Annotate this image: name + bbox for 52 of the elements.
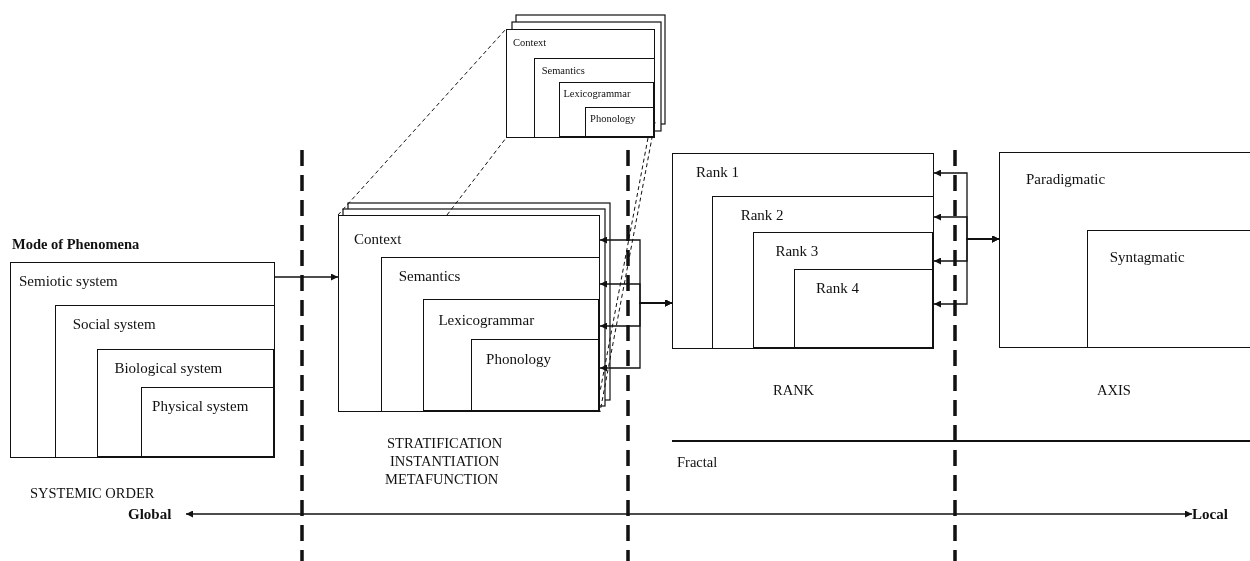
section-title: SYSTEMIC ORDER [30, 486, 155, 502]
box-label: Semiotic system [19, 273, 118, 290]
heading: Mode of Phenomena [12, 237, 140, 253]
box-label: Lexicogrammar [563, 88, 631, 100]
nested-box [559, 82, 655, 138]
nested-box [753, 232, 934, 349]
nested-box [97, 349, 275, 458]
nested-box [506, 29, 655, 138]
section-title: METAFUNCTION [385, 472, 499, 488]
nested-box [338, 215, 600, 412]
nested-box [533, 57, 655, 138]
box-label: Syntagmatic [1109, 248, 1185, 266]
box-label: Rank 4 [816, 280, 859, 297]
nested-box [711, 195, 934, 349]
box-label: Context [354, 231, 402, 248]
nested-box [585, 107, 655, 138]
nested-box [380, 256, 600, 412]
section-title: STRATIFICATION [387, 436, 503, 452]
box-label: Physical system [152, 398, 249, 415]
box-label: Phonology [590, 113, 636, 125]
nested-box [999, 152, 1250, 348]
scale-end-label: Local [1192, 504, 1242, 524]
arrow [274, 273, 339, 281]
box-label: Phonology [486, 351, 552, 368]
nested-box [141, 387, 275, 458]
box-label: Paradigmatic [1026, 171, 1106, 188]
arrow [185, 510, 1193, 518]
box-label: Rank 1 [696, 164, 739, 181]
nested-box [794, 269, 934, 349]
nested-box [672, 153, 934, 349]
section-title: RANK [773, 383, 815, 399]
nested-box [10, 262, 275, 458]
box-label: Semantics [541, 64, 585, 77]
nested-box [1086, 229, 1250, 348]
nested-box [471, 339, 600, 412]
box-label: Context [513, 37, 547, 49]
section-title: AXIS [1097, 383, 1131, 399]
section-title: Fractal [677, 455, 718, 471]
scale-end-label: Global [128, 504, 186, 524]
box-label: Semantics [398, 267, 461, 285]
box-label: Social system [72, 315, 156, 333]
nested-box [54, 304, 275, 458]
arrow [599, 299, 673, 372]
box-label: Rank 2 [740, 206, 784, 224]
box-label: Lexicogrammar [438, 312, 535, 329]
box-label: Biological system [114, 360, 223, 377]
section-title: INSTANTIATION [390, 454, 500, 470]
box-label: Rank 3 [775, 243, 819, 260]
projection-line [337, 28, 507, 216]
nested-box [423, 299, 600, 412]
projection-line [446, 137, 507, 216]
arrow [933, 235, 1000, 308]
